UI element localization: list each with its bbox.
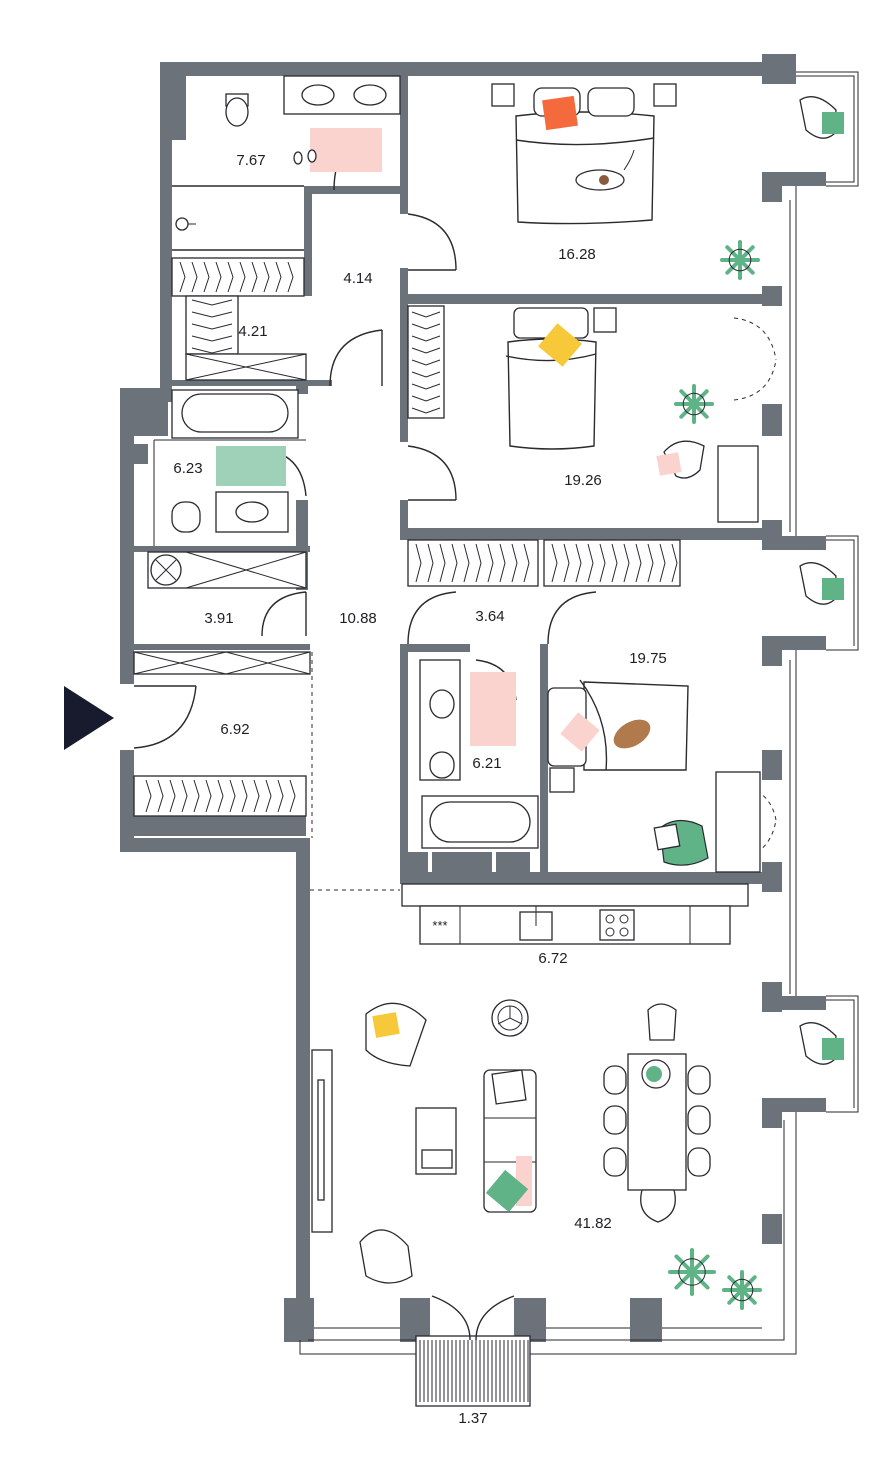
area-bath-middle: 6.23 [173, 460, 202, 477]
area-storage: 3.91 [204, 610, 233, 627]
area-bath-top: 7.67 [236, 152, 265, 169]
bath-middle-fixtures [153, 389, 306, 546]
area-wardrobe-upper: 4.21 [238, 323, 267, 340]
bedroom-2-furniture [505, 307, 759, 523]
bath-lower-fixtures [406, 659, 539, 876]
plant-icon [668, 240, 762, 1310]
area-bath-lower: 6.21 [472, 755, 501, 772]
balcony-grid [415, 1335, 531, 1407]
area-living: 41.82 [574, 1215, 612, 1232]
area-entrance: 6.92 [220, 721, 249, 738]
area-hall: 10.88 [339, 610, 377, 627]
kitchen-fixtures: *** [401, 883, 749, 945]
bedroom-1-furniture [491, 83, 677, 225]
bath-top-fixtures [172, 75, 401, 251]
armchair-icon [799, 96, 844, 1065]
walls [120, 54, 826, 1342]
area-corridor-upper: 4.14 [343, 270, 372, 287]
wardrobes [133, 257, 681, 817]
area-bedroom-1: 16.28 [558, 246, 596, 263]
area-kitchen: 6.72 [538, 950, 567, 967]
entrance-arrow-icon[interactable] [64, 686, 114, 750]
bedroom-3-furniture [547, 679, 761, 873]
living-furniture [311, 999, 711, 1284]
area-labels: 7.67 16.28 4.14 4.21 19.26 6.23 3.91 10.… [173, 152, 666, 1427]
area-bedroom-2: 19.26 [564, 472, 602, 489]
area-wardrobe-lower: 3.64 [475, 608, 504, 625]
area-balcony: 1.37 [458, 1410, 487, 1427]
area-bedroom-3: 19.75 [629, 650, 667, 667]
hood-mark: *** [432, 918, 447, 933]
